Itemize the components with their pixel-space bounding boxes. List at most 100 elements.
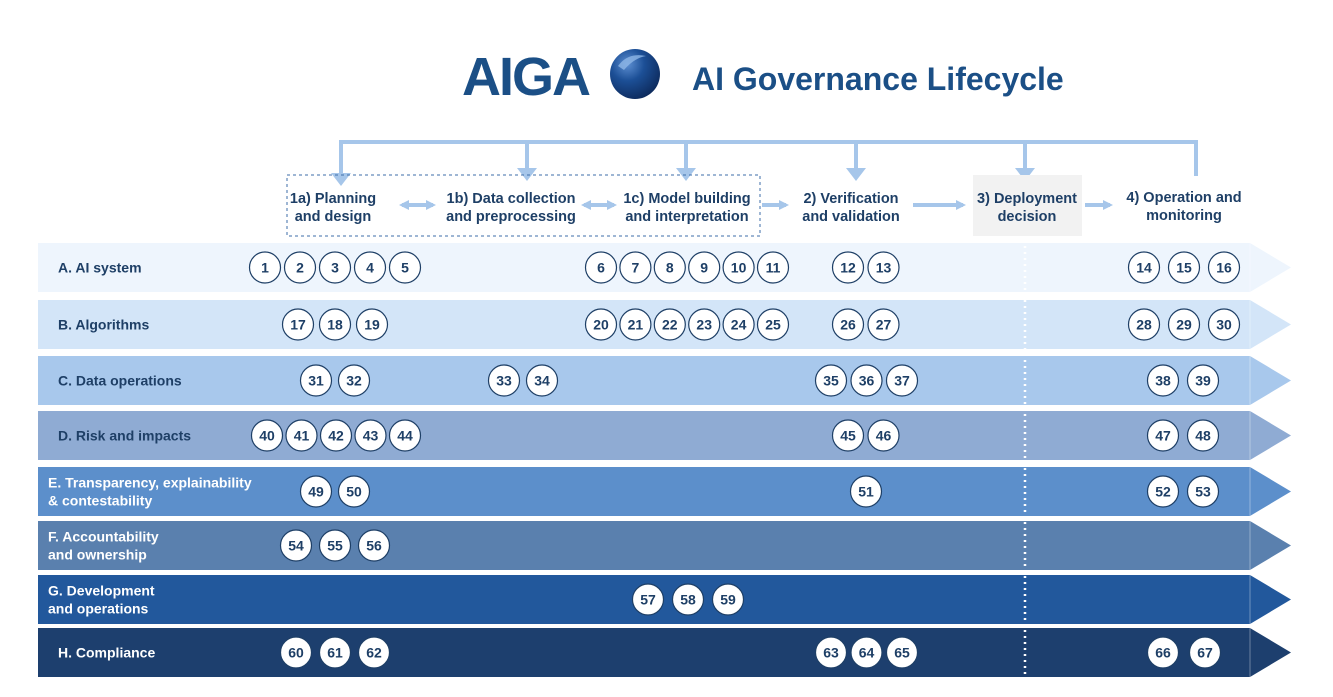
feedback-loop — [339, 140, 1198, 178]
item-number: 47 — [1155, 428, 1171, 444]
item-number-circle — [631, 583, 665, 616]
item-number: 11 — [766, 260, 781, 276]
item-number: 15 — [1176, 260, 1192, 276]
item-number: 14 — [1136, 260, 1152, 276]
item-number-circle — [299, 475, 333, 508]
stage-4-line1: 4) Operation and — [1126, 190, 1241, 206]
item-number-circle — [279, 529, 313, 562]
stage-1b-line2: and preprocessing — [446, 209, 576, 225]
item-number-circle — [487, 364, 521, 397]
item-number: 57 — [640, 592, 656, 608]
item-number: 45 — [840, 428, 856, 444]
item-number-circle — [1127, 308, 1161, 341]
item-number: 5 — [401, 260, 409, 276]
item-number-circle — [1127, 251, 1161, 284]
stage-1a-line2: and design — [295, 209, 372, 225]
item-number: 56 — [366, 538, 382, 554]
stage1-dashed-box — [286, 174, 761, 237]
item-number-circle — [318, 308, 352, 341]
stage-2-line1: 2) Verification — [803, 191, 898, 207]
item-number-circle — [688, 251, 721, 284]
stage-3-line1: 3) Deployment — [977, 191, 1077, 207]
item-number: 48 — [1195, 428, 1211, 444]
item-number: 46 — [876, 428, 892, 444]
item-number: 51 — [858, 484, 874, 500]
page-title: AI Governance Lifecycle — [692, 61, 1064, 97]
item-number: 22 — [662, 317, 678, 333]
item-number-circle — [1186, 419, 1220, 452]
row-band — [38, 628, 1291, 677]
stage-1a-line1: 1a) Planning — [290, 191, 376, 207]
item-number: 10 — [731, 260, 747, 276]
item-number: 18 — [327, 317, 343, 333]
item-number-circle — [867, 308, 900, 341]
item-number-circle — [885, 364, 919, 397]
item-number: 24 — [731, 317, 747, 333]
item-number: 12 — [840, 260, 856, 276]
item-number-circle — [1146, 475, 1180, 508]
item-number: 33 — [496, 373, 512, 389]
item-number: 62 — [366, 645, 382, 661]
item-number-circle — [688, 308, 721, 341]
logo-text: AIGA — [462, 47, 590, 107]
item-number-circle — [711, 583, 745, 616]
item-number: 7 — [632, 260, 640, 276]
item-number: 29 — [1176, 317, 1192, 333]
item-number-circle — [355, 308, 389, 341]
globe-highlight — [618, 55, 646, 70]
row-label: G. Development — [48, 583, 155, 599]
item-number-circle — [525, 364, 559, 397]
row-e: E. Transparency, explainability& contest… — [38, 467, 1291, 516]
logo: AIGA — [462, 47, 660, 107]
stage-1c-line2: and interpretation — [625, 209, 748, 225]
item-number-circle — [814, 364, 848, 397]
item-number: 44 — [397, 428, 413, 444]
deployment-box — [973, 175, 1082, 236]
item-number: 41 — [294, 428, 310, 444]
item-number: 60 — [288, 645, 304, 661]
item-number: 28 — [1136, 317, 1152, 333]
item-number-circle — [850, 364, 883, 397]
loop-line — [339, 140, 1198, 178]
item-number-circle — [248, 251, 282, 284]
item-number: 38 — [1155, 373, 1171, 389]
item-number-circle — [1146, 636, 1180, 669]
item-number: 8 — [666, 260, 674, 276]
item-number-circle — [283, 251, 317, 284]
item-number: 43 — [363, 428, 379, 444]
item-number-circle — [1186, 475, 1220, 508]
item-number-circle — [337, 475, 371, 508]
item-number-circle — [281, 308, 315, 341]
item-number: 32 — [346, 373, 362, 389]
row-label: and operations — [48, 601, 149, 617]
row-label: and ownership — [48, 547, 147, 563]
item-number-circle — [722, 251, 755, 284]
item-number: 17 — [290, 317, 306, 333]
item-number: 39 — [1195, 373, 1211, 389]
item-number: 16 — [1216, 260, 1232, 276]
item-number-circle — [357, 636, 391, 669]
item-number: 37 — [894, 373, 910, 389]
item-number-circle — [831, 419, 865, 452]
item-number-circle — [849, 475, 883, 508]
item-number: 66 — [1155, 645, 1171, 661]
item-number-circle — [831, 308, 865, 341]
item-number-circle — [1186, 364, 1220, 397]
item-number-circle — [353, 251, 387, 284]
down-arrow-icon — [331, 173, 351, 186]
row-label: B. Algorithms — [58, 317, 149, 333]
row-band — [38, 356, 1291, 405]
row-label: H. Compliance — [58, 645, 155, 661]
item-number-circle — [250, 419, 284, 452]
item-number-circle — [299, 364, 333, 397]
item-number-circle — [357, 529, 391, 562]
item-number-circle — [337, 364, 371, 397]
item-number-circle — [619, 308, 652, 341]
item-number-circle — [354, 419, 387, 452]
item-number-circle — [722, 308, 755, 341]
